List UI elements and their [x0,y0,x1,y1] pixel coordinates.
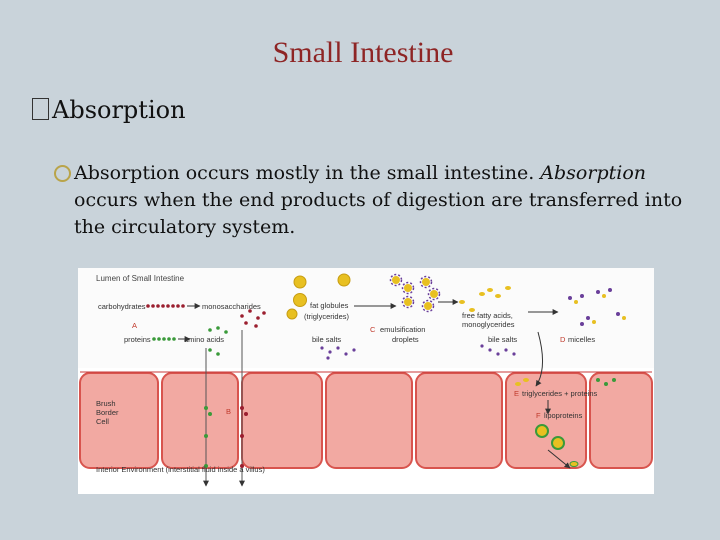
marker-c: C [370,325,376,334]
label-cell: Cell [96,417,109,426]
label-lipoproteins: lipoproteins [544,411,583,420]
label-brush: Brush [96,399,116,408]
italic-absorption: Absorption [540,162,647,184]
label-interior: Interior Environment (interstitial fluid… [96,465,265,474]
label-free-fatty-acids: free fatty acids, [462,311,513,320]
bullet-line-1: Absorption occurs mostly in the small in… [74,162,535,184]
bullet-line-rest: occurs when the end products of digestio… [74,189,683,238]
carbohydrate-chain [146,304,185,308]
marker-e: E [514,389,519,398]
marker-b: B [226,407,231,416]
bullet-absorption-label: Absorption [52,96,186,124]
slide-title: Small Intestine [272,36,454,69]
label-amino-acids: amino acids [184,335,224,344]
marker-f: F [536,411,541,420]
marker-d: D [560,335,566,344]
label-triglycerides-paren: (triglycerides) [304,312,350,321]
bullet-description-text: Absorption occurs mostly in the small in… [74,160,704,241]
label-proteins: proteins [124,335,151,344]
label-emulsification: emulsification [380,325,425,334]
bullet-description: Absorption occurs mostly in the small in… [54,160,704,241]
emulsification-droplets [389,273,441,313]
cell-triglyceride-dots [515,378,616,386]
protein-chain [152,337,176,341]
label-monosaccharides: monosaccharides [202,302,261,311]
bile-salt-dots-right [480,344,516,356]
label-droplets: droplets [392,335,419,344]
bile-salt-dots [320,346,356,360]
label-monoglycerides: monoglycerides [462,320,515,329]
epithelial-cells [79,372,653,469]
lipoprotein-particles [535,424,579,467]
label-border: Border [96,408,119,417]
label-micelles: micelles [568,335,595,344]
label-bile-salts-left: bile salts [312,335,341,344]
marker-a: A [132,321,137,330]
label-fat-globules: fat globules [310,301,349,310]
bullet-absorption: Absorption [32,96,186,124]
monosaccharide-dots [240,309,266,328]
square-bullet-icon [32,98,49,120]
absorption-diagram: Lumen of Small Intestine carbohydrates m… [78,268,654,494]
label-lumen: Lumen of Small Intestine [96,274,185,283]
transport-dots [204,406,248,468]
amino-acid-dots [208,326,228,356]
ring-bullet-icon [54,165,71,182]
label-carbohydrates: carbohydrates [98,302,146,311]
fat-globules [286,273,351,320]
label-bile-salts-right: bile salts [488,335,517,344]
fatty-acid-dots [459,286,511,312]
label-triglycerides-proteins: triglycerides + proteins [522,389,597,398]
micelle-clusters [568,288,626,326]
